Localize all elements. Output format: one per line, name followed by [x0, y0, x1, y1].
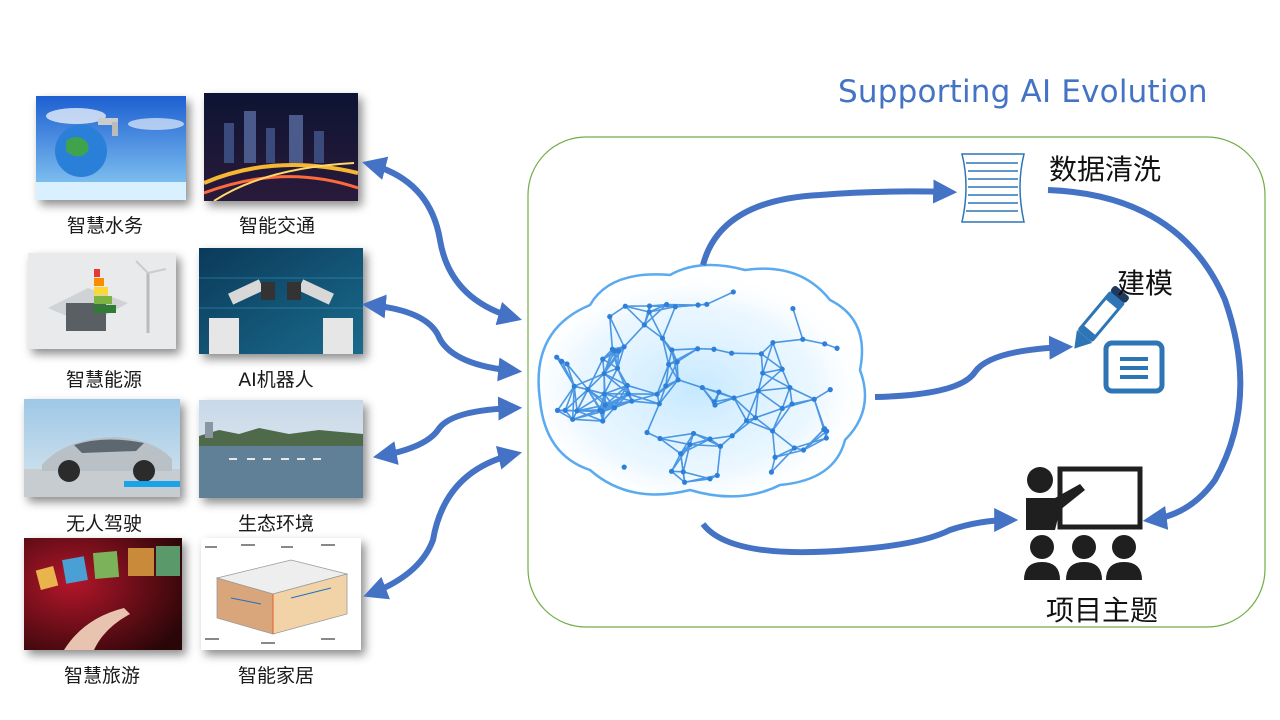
- scenario-label-smart-home: 智能家居: [237, 665, 314, 687]
- scenario-label-energy: 智慧能源: [65, 369, 142, 391]
- pen-form-icon: [1074, 285, 1165, 394]
- arrow-brain-to-topic: [700, 508, 1019, 556]
- scenario-label-water: 智慧水务: [66, 215, 143, 237]
- brain-network-icon: [520, 263, 870, 510]
- scenario-image-energy: [28, 253, 176, 349]
- arrow-smart-home-brain: [363, 446, 523, 600]
- scenario-image-autonomous: [24, 399, 180, 497]
- arrow-brain-to-cleaning: [700, 179, 958, 266]
- scenario-image-smart-home: [201, 538, 361, 650]
- arrow-robot-brain: [361, 294, 523, 382]
- arrow-ecology-brain: [372, 396, 523, 465]
- step-label-modeling: 建模: [1117, 267, 1174, 300]
- scenario-label-traffic: 智能交通: [238, 215, 315, 237]
- step-label-data-cleaning: 数据清洗: [1049, 153, 1162, 186]
- scenario-image-water: [36, 96, 186, 200]
- scenario-image-ecology: [199, 400, 363, 498]
- scenario-image-robot: [199, 248, 363, 354]
- scenario-label-autonomous: 无人驾驶: [65, 513, 142, 535]
- diagram-title: Supporting AI Evolution: [838, 74, 1208, 110]
- step-label-project-topic: 项目主题: [1046, 594, 1159, 627]
- scenario-label-ecology: 生态环境: [237, 513, 314, 535]
- arrow-traffic-brain: [362, 156, 522, 326]
- scenario-image-tourism: [24, 538, 182, 650]
- scenario-label-tourism: 智慧旅游: [63, 665, 140, 687]
- scenario-label-robot: AI机器人: [238, 369, 314, 391]
- document-icon: [961, 153, 1025, 223]
- scenario-image-traffic: [204, 93, 358, 201]
- arrow-brain-to-modeling: [874, 335, 1074, 400]
- arrow-cleaning-to-topic: [1047, 187, 1244, 530]
- presentation-icon: [1024, 466, 1143, 580]
